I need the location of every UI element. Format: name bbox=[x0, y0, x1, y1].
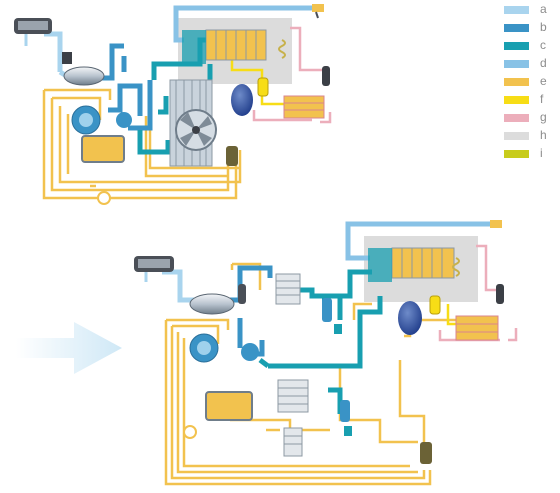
expansion-coil-lower bbox=[452, 257, 460, 277]
water-separator-lower-1 bbox=[322, 298, 332, 322]
legend-item-g: g bbox=[504, 110, 556, 124]
legend-label: i bbox=[540, 146, 543, 160]
oil-circuit-lower bbox=[164, 262, 460, 486]
liquid-receiver-lower bbox=[429, 295, 441, 315]
inlet-filter-lower bbox=[134, 256, 174, 282]
thermostatic-valve-lower bbox=[183, 425, 197, 439]
inlet-air-line bbox=[44, 31, 63, 72]
refrigerant-compressor bbox=[231, 84, 253, 116]
liquid-receiver bbox=[257, 77, 269, 97]
legend-item-h: h bbox=[504, 128, 556, 142]
oil-circuit bbox=[42, 88, 242, 200]
legend-label: a bbox=[540, 2, 547, 16]
legend-label: e bbox=[540, 74, 547, 88]
legend-item-f: f bbox=[504, 92, 556, 106]
drain-trap bbox=[226, 146, 238, 166]
oil-separator-lower bbox=[189, 293, 235, 315]
oil-reservoir bbox=[81, 135, 125, 163]
inlet-air-lower bbox=[162, 269, 196, 303]
legend-item-c: c bbox=[504, 38, 556, 52]
legend-label: f bbox=[540, 92, 544, 106]
legend-item-b: b bbox=[504, 20, 556, 34]
legend-swatch bbox=[504, 78, 529, 86]
legend-label: h bbox=[540, 128, 547, 142]
oil-cooler-lower bbox=[277, 379, 309, 413]
drain-trap-lower bbox=[420, 442, 432, 464]
cooling-fan bbox=[175, 109, 217, 151]
upper-schematic bbox=[14, 4, 332, 205]
legend-item-e: e bbox=[504, 74, 556, 88]
transition-arrow bbox=[16, 322, 122, 374]
legend-item-a: a bbox=[504, 2, 556, 16]
oil-reservoir-lower bbox=[205, 391, 253, 421]
legend-swatch bbox=[504, 132, 529, 140]
legend-label: d bbox=[540, 56, 547, 70]
refrigerant-condenser-lower bbox=[455, 284, 504, 341]
dryer-heat-exchanger-lower bbox=[391, 247, 455, 279]
legend-swatch bbox=[504, 6, 529, 14]
outlet-valve-lower bbox=[490, 220, 502, 228]
legend-item-i: i bbox=[504, 146, 556, 160]
hot-air-lower bbox=[222, 265, 273, 357]
outlet-air-line bbox=[173, 5, 316, 43]
oil-separator bbox=[62, 52, 105, 86]
caption-placeholder bbox=[6, 224, 100, 236]
legend-label: c bbox=[540, 38, 546, 52]
inlet-filter bbox=[14, 18, 52, 46]
legend-swatch bbox=[504, 114, 529, 122]
legend-swatch bbox=[504, 42, 529, 50]
outlet-valve bbox=[312, 4, 324, 19]
aftercooler-lower bbox=[275, 273, 301, 305]
legend-swatch bbox=[504, 150, 529, 158]
legend-swatch bbox=[504, 60, 529, 68]
legend-label: g bbox=[540, 110, 547, 124]
legend-swatch bbox=[504, 96, 529, 104]
lower-schematic bbox=[134, 220, 518, 486]
oil-cooler-small-lower bbox=[283, 427, 303, 457]
thermostatic-valve bbox=[97, 191, 111, 205]
outlet-air-lower bbox=[345, 221, 496, 261]
legend-label: b bbox=[540, 20, 547, 34]
refrigerant-condenser bbox=[283, 66, 330, 119]
water-separator-lower-2 bbox=[340, 400, 350, 422]
refrigerant-compressor-lower bbox=[398, 301, 422, 335]
legend-item-d: d bbox=[504, 56, 556, 70]
legend-swatch bbox=[504, 24, 529, 32]
expansion-coil bbox=[278, 39, 286, 59]
